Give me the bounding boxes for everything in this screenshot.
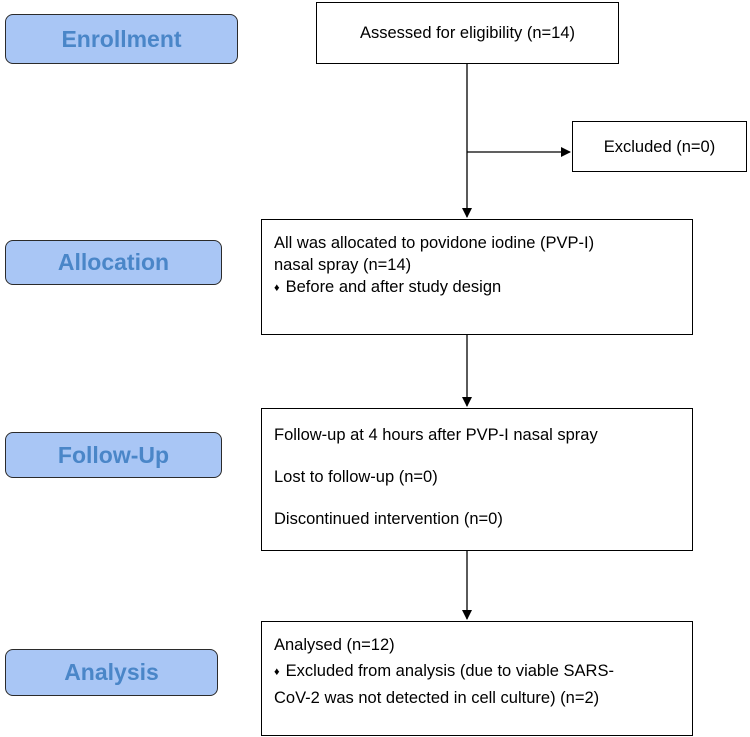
followup-line-2: Lost to follow-up (n=0): [274, 468, 438, 486]
allocation-line-2: nasal spray (n=14): [274, 256, 412, 274]
assessed-text: Assessed for eligibility (n=14): [359, 24, 576, 42]
stage-label-allocation-text: Allocation: [57, 249, 170, 275]
analysis-box: Analysed (n=12) ♦ Excluded from analysis …: [261, 621, 693, 736]
excluded-text: Excluded (n=0): [603, 137, 716, 156]
allocation-bullet-text: Before and after study design: [285, 278, 502, 296]
analysis-bullet-text-1: Excluded from analysis (due to viable SA…: [285, 662, 614, 680]
stage-label-followup-text: Follow-Up: [57, 441, 170, 468]
analysis-bullet-text-2: CoV-2 was not detected in cell culture) …: [274, 689, 600, 707]
bullet-icon: ♦: [274, 666, 280, 678]
stage-label-allocation: Allocation: [5, 240, 222, 285]
followup-box: Follow-up at 4 hours after PVP-I nasal s…: [261, 408, 693, 551]
excluded-box: Excluded (n=0): [572, 121, 747, 172]
bullet-icon: ♦: [274, 282, 280, 294]
stage-label-enrollment: Enrollment: [5, 14, 238, 64]
stage-label-enrollment-text: Enrollment: [61, 25, 182, 52]
allocation-line-1: All was allocated to povidone iodine (PV…: [274, 234, 595, 252]
stage-label-analysis-text: Analysis: [64, 659, 159, 685]
analysis-bullet-item: ♦ Excluded from analysis (due to viable S…: [274, 660, 680, 683]
allocation-box: All was allocated to povidone iodine (PV…: [261, 219, 693, 335]
followup-line-3: Discontinued intervention (n=0): [274, 510, 503, 528]
assessed-box: Assessed for eligibility (n=14): [316, 2, 619, 64]
analysis-line-1: Analysed (n=12): [274, 636, 395, 654]
stage-label-analysis: Analysis: [5, 649, 218, 696]
followup-line-1: Follow-up at 4 hours after PVP-I nasal s…: [274, 426, 598, 444]
stage-label-followup: Follow-Up: [5, 432, 222, 478]
allocation-bullet-item: ♦ Before and after study design: [274, 276, 680, 299]
